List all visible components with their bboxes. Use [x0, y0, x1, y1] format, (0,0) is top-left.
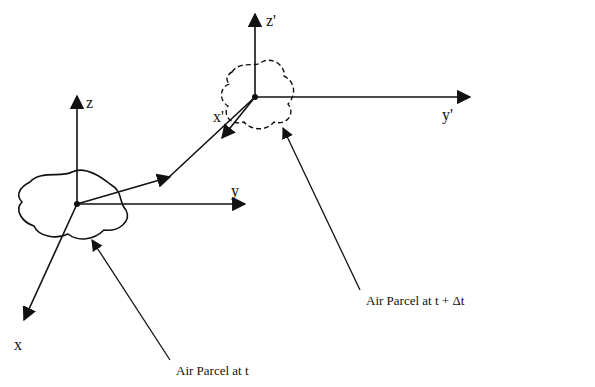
axis-label: y	[231, 182, 239, 200]
origin-dot	[252, 94, 258, 100]
axis-label: x'	[213, 108, 224, 126]
air-parcel-dashed	[221, 60, 293, 129]
trajectory-arrow	[77, 97, 255, 204]
axes-primed	[222, 14, 470, 138]
axis-label: z'	[266, 12, 276, 30]
axis-label: y'	[442, 106, 453, 124]
axes	[24, 96, 245, 320]
axis-label: x	[14, 336, 22, 354]
parcel-caption: Air Parcel at t + Δt	[366, 294, 464, 308]
axis-label: z	[86, 94, 93, 112]
leader-line	[92, 128, 360, 360]
parcel-caption: Air Parcel at t	[176, 364, 249, 378]
